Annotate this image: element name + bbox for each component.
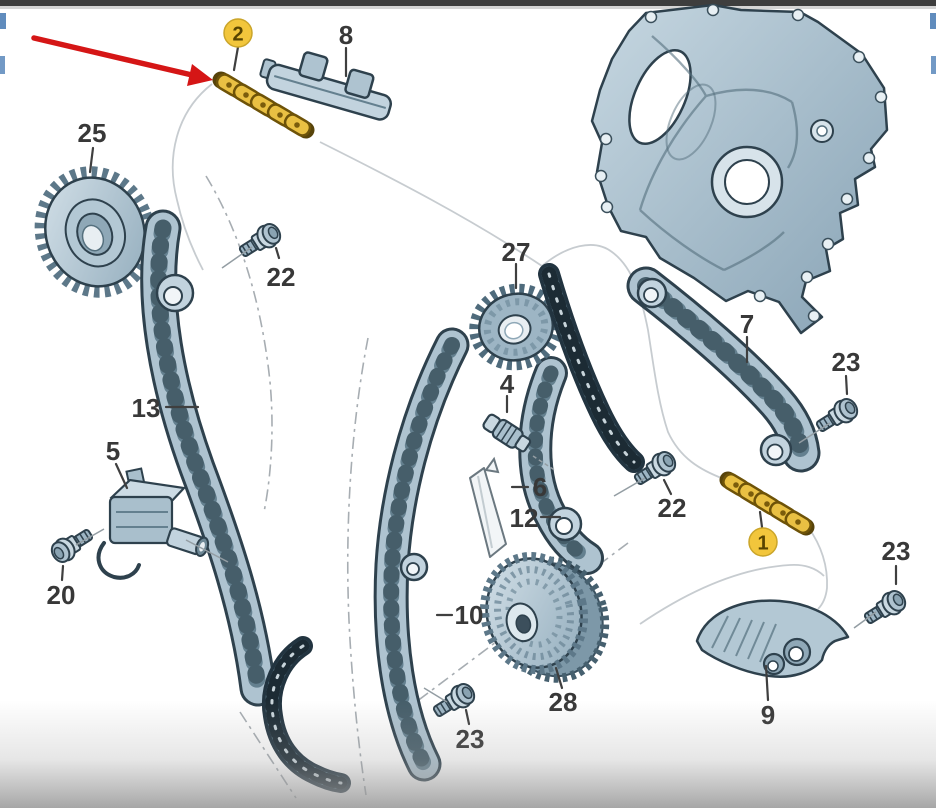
guide-shoe-9 xyxy=(695,599,850,678)
svg-text:4[interactable]: 4 xyxy=(500,369,515,399)
camshaft-sprocket-25 xyxy=(34,166,156,298)
callout-20[interactable]: 20 xyxy=(47,564,76,610)
badge-circle[interactable] xyxy=(223,18,253,48)
badge-circle[interactable] xyxy=(748,527,778,557)
svg-text:13[interactable]: 13 xyxy=(132,393,161,423)
highlight-arrow xyxy=(31,35,213,86)
callout-6[interactable]: 6 xyxy=(510,472,547,502)
callout-23-bottom-right[interactable]: 23 xyxy=(882,536,911,586)
callout-25[interactable]: 25 xyxy=(78,118,107,174)
callout-12[interactable]: 12 xyxy=(510,503,562,533)
callout-5[interactable]: 5 xyxy=(106,436,129,490)
svg-text:23[interactable]: 23 xyxy=(832,347,861,377)
chain-tensioner-5 xyxy=(96,467,210,580)
svg-text:12[interactable]: 12 xyxy=(510,503,539,533)
tensioner-rail-7 xyxy=(626,266,821,473)
timing-cover-plate xyxy=(590,3,889,335)
window-top-bar xyxy=(0,0,936,6)
callout-label[interactable]: 1 xyxy=(757,533,768,555)
bottom-fade xyxy=(0,700,936,808)
tensioner-clip xyxy=(96,541,141,580)
svg-text:8[interactable]: 8 xyxy=(339,20,353,50)
callout-22-left[interactable]: 22 xyxy=(267,246,296,292)
chain-segment-highlight-1 xyxy=(719,471,815,536)
svg-text:23[interactable]: 23 xyxy=(882,536,911,566)
crankshaft-sprocket-28 xyxy=(480,552,610,683)
bolt-alignment-lines xyxy=(75,246,877,703)
callout-22-right[interactable]: 22 xyxy=(658,478,687,523)
edge-accents xyxy=(0,13,936,74)
callout-2-badge[interactable]: 2 xyxy=(223,18,253,72)
callout-label[interactable]: 2 xyxy=(232,24,243,46)
svg-text:5[interactable]: 5 xyxy=(106,436,120,466)
callout-10[interactable]: 10 xyxy=(435,600,484,630)
cover-bolt-holes xyxy=(594,3,888,323)
svg-text:22[interactable]: 22 xyxy=(267,262,296,292)
guide-rail-12 xyxy=(518,356,604,575)
callout-13[interactable]: 13 xyxy=(132,393,200,423)
upper-guide-rail-8 xyxy=(259,51,393,121)
callout-27[interactable]: 27 xyxy=(502,237,531,290)
svg-text:6[interactable]: 6 xyxy=(533,472,547,502)
plug-4 xyxy=(482,413,532,453)
callout-1-badge[interactable]: 1 xyxy=(748,510,778,557)
callout-23-right[interactable]: 23 xyxy=(832,347,861,396)
svg-text:25[interactable]: 25 xyxy=(78,118,107,148)
svg-text:7[interactable]: 7 xyxy=(740,309,754,339)
callout-8[interactable]: 8 xyxy=(339,20,353,78)
tensioner-piston xyxy=(165,527,210,557)
timing-chain-segment-center xyxy=(538,263,645,473)
sealant-tube-6 xyxy=(469,456,507,558)
svg-text:22[interactable]: 22 xyxy=(658,493,687,523)
window-top-bar-edge xyxy=(0,6,936,9)
chain-segment-highlight-2 xyxy=(212,71,315,139)
svg-text:27[interactable]: 27 xyxy=(502,237,531,267)
callout-7[interactable]: 7 xyxy=(740,309,754,364)
callout-4[interactable]: 4 xyxy=(500,369,515,414)
guide-rail-13 xyxy=(140,209,277,707)
svg-text:10[interactable]: 10 xyxy=(455,600,484,630)
svg-text:20[interactable]: 20 xyxy=(47,580,76,610)
